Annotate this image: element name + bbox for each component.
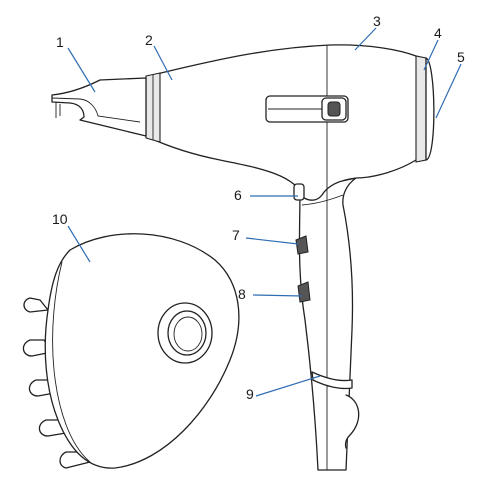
leader-4 [423,39,439,71]
cool-shot-button [293,183,305,201]
leader-lines [67,27,462,397]
callout-8: 8 [238,286,246,302]
handle-band-upper [301,194,344,206]
callout-2: 2 [145,32,153,48]
callout-10: 10 [52,211,68,227]
diffuser-collar-inner [167,310,207,356]
leader-5 [435,63,462,119]
nozzle-slot-lower [55,102,61,118]
top-switch-knob [327,101,341,117]
handle-band-lower [311,371,353,390]
callout-4: 4 [434,25,442,41]
leader-7 [245,237,299,245]
leader-10 [67,225,91,263]
callout-5: 5 [457,49,465,65]
diffuser-collar-hole [173,316,203,352]
leader-8 [252,294,303,297]
leader-3 [354,27,377,51]
rear-ring [415,55,427,163]
diffuser [22,233,240,469]
concentrator-nozzle [51,77,147,137]
callout-1: 1 [56,34,64,50]
diffuser-rim [52,261,91,463]
finger [23,297,49,313]
nozzle-slot-inner [51,97,141,123]
callout-numbers: 1 2 3 4 5 6 7 8 9 10 [52,13,465,402]
heat-switch [297,281,311,303]
callout-9: 9 [246,386,254,402]
diffuser-disc [44,233,240,469]
callout-7: 7 [232,227,240,243]
callout-6: 6 [234,187,242,203]
callout-3: 3 [373,13,381,29]
leader-2 [153,45,173,81]
rear-filter-cap [425,57,435,161]
speed-switch [295,235,309,255]
power-cord [344,394,360,449]
leader-1 [67,47,96,93]
hair-dryer [51,44,435,471]
leader-9 [255,375,321,397]
